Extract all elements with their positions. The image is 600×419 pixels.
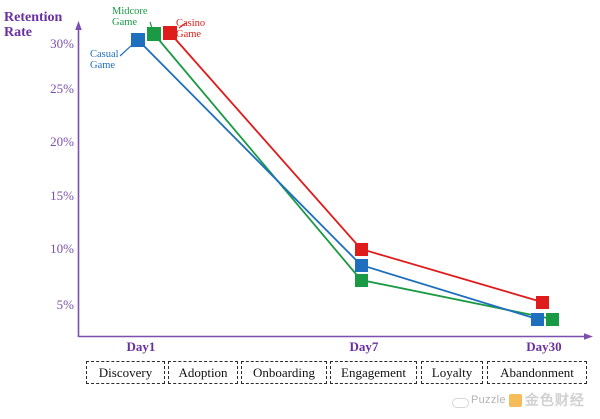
series-label-midcore: Midcore Game <box>112 6 148 28</box>
marker-casual-day1 <box>131 33 145 47</box>
stage-box-loyalty[interactable]: Loyalty <box>421 361 483 384</box>
watermark-cn-text: 金色财经 <box>524 392 585 408</box>
series-label-casual-line1: Casual <box>90 49 119 60</box>
y-axis-title-line2: Rate <box>4 25 32 40</box>
cloud-icon <box>452 395 469 408</box>
x-label-day30: Day30 <box>526 339 562 354</box>
series-label-casino-line1: Casino <box>176 18 206 29</box>
stage-box-engagement[interactable]: Engagement <box>330 361 417 384</box>
marker-casino-day30 <box>536 296 549 309</box>
watermark: Puzzle 金色财经 <box>452 390 585 410</box>
y-tick-label-20: 20% <box>50 134 74 149</box>
marker-midcore-day30 <box>546 313 559 326</box>
stage-box-adoption[interactable]: Adoption <box>168 361 238 384</box>
y-tick-label-25: 25% <box>50 81 74 96</box>
stage-box-discovery[interactable]: Discovery <box>86 361 165 384</box>
marker-casual-day7 <box>355 259 368 272</box>
series-line-casual <box>137 39 538 320</box>
series-label-midcore-line2: Game <box>112 17 138 28</box>
marker-casino-day1 <box>163 26 177 40</box>
y-axis <box>75 21 82 337</box>
series-label-casual: Casual Game <box>90 49 119 71</box>
y-axis-title-line1: Retention <box>4 10 63 25</box>
y-tick-label-15: 15% <box>50 188 74 203</box>
marker-casino-day7 <box>355 243 368 256</box>
x-axis <box>78 333 593 340</box>
y-tick-label-5: 5% <box>56 297 74 312</box>
x-label-day1: Day1 <box>126 339 156 354</box>
watermark-brand: Puzzle <box>471 394 506 406</box>
series-label-casual-line2: Game <box>90 60 116 71</box>
series-line-midcore <box>153 33 553 320</box>
series-label-midcore-line1: Midcore <box>112 6 148 17</box>
series-label-casino-line2: Game <box>176 29 202 40</box>
series-label-casino: Casino Game <box>176 18 205 40</box>
marker-midcore-day1 <box>147 27 161 41</box>
y-tick-label-10: 10% <box>50 241 74 256</box>
stage-box-abandonment[interactable]: Abandonment <box>487 361 587 384</box>
annotation-leaders <box>119 21 187 57</box>
x-label-day7: Day7 <box>349 339 379 354</box>
watermark-badge-icon <box>508 393 522 407</box>
y-tick-label-30: 30% <box>50 36 74 51</box>
y-axis-title: Retention Rate <box>4 10 84 40</box>
marker-midcore-day7 <box>355 274 368 287</box>
stage-box-onboarding[interactable]: Onboarding <box>241 361 327 384</box>
marker-casual-day30 <box>531 313 544 326</box>
